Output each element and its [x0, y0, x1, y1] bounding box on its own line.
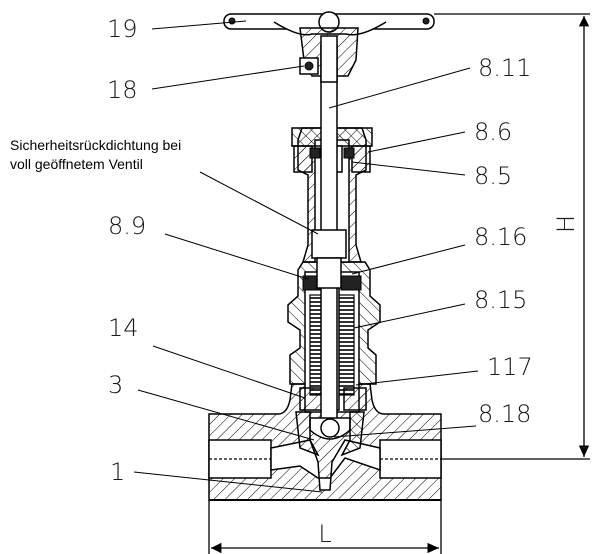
label-8-15: 8.15	[474, 286, 527, 314]
label-19: 19	[107, 15, 138, 43]
label-14: 14	[108, 314, 139, 342]
dimension-length	[208, 500, 442, 554]
dimension-height	[434, 13, 590, 460]
label-3: 3	[108, 371, 123, 399]
label-8-16: 8.16	[474, 223, 527, 251]
label-18: 18	[107, 76, 138, 104]
label-8-6: 8.6	[474, 118, 512, 146]
dimension-label-h: H	[552, 215, 580, 233]
valve-body	[208, 383, 442, 501]
label-1: 1	[110, 458, 125, 486]
label-117: 117	[487, 353, 533, 381]
label-8-18: 8.18	[478, 400, 531, 428]
leader-lines	[133, 20, 479, 493]
handwheel	[223, 11, 435, 83]
valve-disc	[295, 411, 365, 457]
dimension-label-l: L	[318, 520, 331, 548]
valve-stem	[311, 44, 347, 431]
note-line-2: voll geöffnetem Ventil	[10, 156, 143, 172]
label-8-5: 8.5	[474, 162, 512, 190]
note-line-1: Sicherheitsrückdichtung bei	[10, 137, 181, 153]
label-8-9: 8.9	[108, 212, 146, 240]
label-8-11: 8.11	[478, 54, 531, 82]
